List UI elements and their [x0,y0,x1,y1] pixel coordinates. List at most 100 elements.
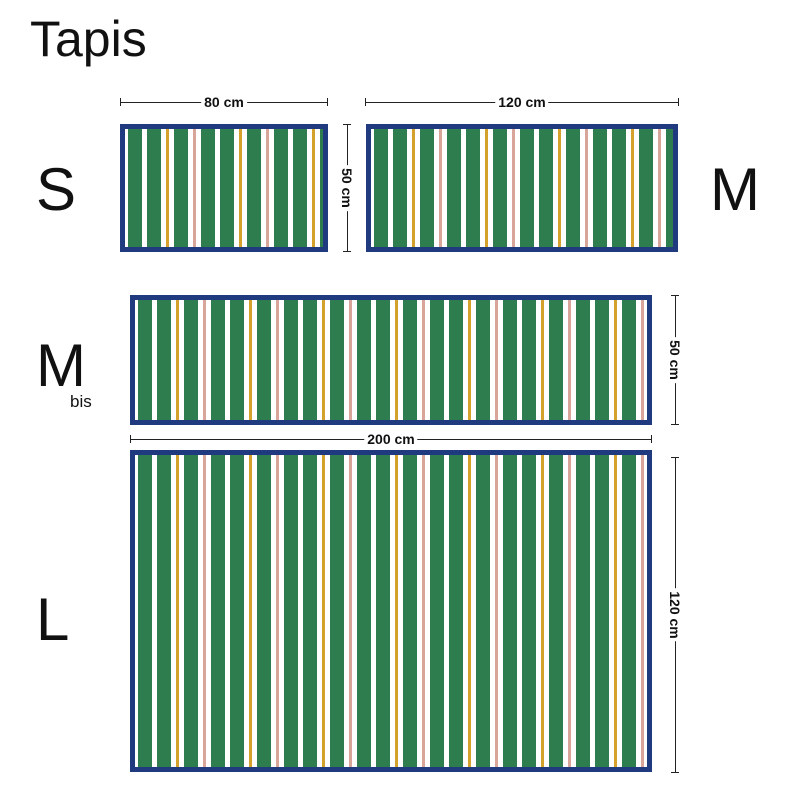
stripe-gold [468,455,471,767]
stripe-green [138,300,152,420]
stripe-green [476,455,490,767]
stripe-pink [422,455,425,767]
stripe-green [393,129,407,247]
stripe-pink [276,455,279,767]
stripe-gold [541,300,544,420]
dimension-height-s: 50 cm [339,124,355,252]
stripe-green [230,300,244,420]
stripe-green [447,129,461,247]
dimension-label: 120 cm [495,94,549,110]
stripe-green [303,455,317,767]
stripe-green [549,300,563,420]
stripe-pink [568,455,571,767]
stripe-pink [585,129,588,247]
stripe-green [284,300,298,420]
stripe-green [274,129,288,247]
rug-l [130,450,652,772]
stripe-green [247,129,261,247]
stripe-gold [239,129,242,247]
stripe-pink [495,300,498,420]
stripe-green [374,129,388,247]
stripe-pattern [125,129,323,247]
stripe-green [503,300,517,420]
stripe-pink [193,129,196,247]
stripe-green [157,455,171,767]
dimension-height-l: 120 cm [667,457,683,773]
stripe-green [211,455,225,767]
dimension-label: 200 cm [364,431,418,447]
stripe-green [357,455,371,767]
stripe-green [330,455,344,767]
stripe-green [403,300,417,420]
stripe-green [184,455,198,767]
stripe-pattern [371,129,673,247]
stripe-green [211,300,225,420]
stripe-gold [558,129,561,247]
stripe-green [576,455,590,767]
stripe-green [201,129,215,247]
stripe-green [593,129,607,247]
stripe-pink [203,300,206,420]
stripe-pattern [135,300,647,420]
stripe-green [520,129,534,247]
stripe-green [522,300,536,420]
stripe-gold [395,300,398,420]
stripe-green [138,455,152,767]
stripe-pink [422,300,425,420]
size-label-m-bis-sub: bis [70,392,92,411]
stripe-green [376,455,390,767]
stripe-green [476,300,490,420]
stripe-gold [395,455,398,767]
stripe-pink [512,129,515,247]
dimension-label: 50 cm [339,165,355,211]
dimension-label: 50 cm [667,337,683,383]
stripe-pink [658,129,661,247]
stripe-green [612,129,626,247]
stripe-green [420,129,434,247]
stripe-green [622,455,636,767]
stripe-pink [641,455,644,767]
dimension-width-s: 80 cm [120,94,328,110]
stripe-pink [266,129,269,247]
stripe-green [220,129,234,247]
rug-s [120,124,328,252]
dimension-height-m-bis: 50 cm [667,295,683,425]
stripe-green [128,129,142,247]
stripe-green [284,455,298,767]
size-label-l: L [36,586,70,653]
stripe-green [576,300,590,420]
stripe-green [666,129,673,247]
stripe-green [595,455,609,767]
stripe-green [622,300,636,420]
stripe-gold [412,129,415,247]
stripe-green [257,300,271,420]
stripe-gold [631,129,634,247]
stripe-green [230,455,244,767]
stripe-green [430,300,444,420]
stripe-green [184,300,198,420]
stripe-green [503,455,517,767]
stripe-pink [439,129,442,247]
stripe-green [330,300,344,420]
dimension-width-m: 120 cm [365,94,679,110]
stripe-green [466,129,480,247]
stripe-green [639,129,653,247]
stripe-pink [349,300,352,420]
stripe-green [493,129,507,247]
stripe-gold [249,300,252,420]
dimension-label: 120 cm [667,588,683,642]
stripe-pink [203,455,206,767]
stripe-gold [176,300,179,420]
stripe-green [449,300,463,420]
stripe-gold [249,455,252,767]
stripe-pink [349,455,352,767]
rug-m-bis [130,295,652,425]
stripe-pink [276,300,279,420]
stripe-gold [166,129,169,247]
rug-m [366,124,678,252]
stripe-green [303,300,317,420]
stripe-green [539,129,553,247]
size-label-m-bis: M [36,332,86,399]
stripe-green [147,129,161,247]
dimension-label: 80 cm [201,94,247,110]
